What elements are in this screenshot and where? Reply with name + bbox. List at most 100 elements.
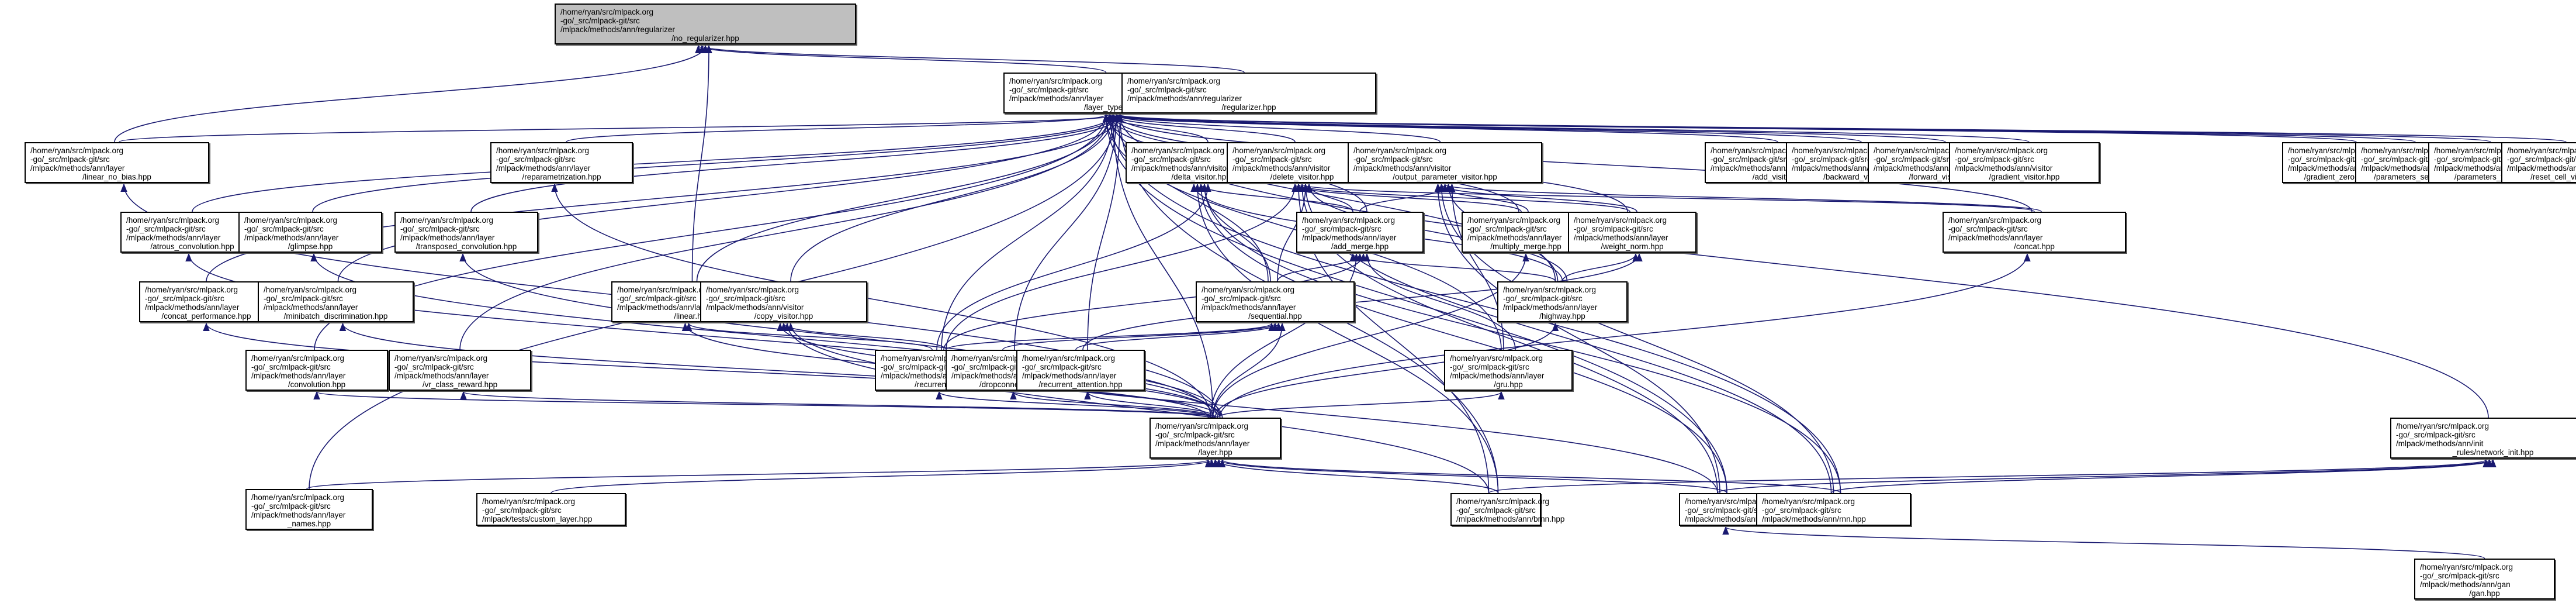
graph-node-add-merge[interactable]: /home/ryan/src/mlpack.org-go/_src/mlpack… xyxy=(1296,212,1424,253)
node-label-line: -go/_src/mlpack-git/src xyxy=(264,294,343,303)
graph-node-weight-norm[interactable]: /home/ryan/src/mlpack.org-go/_src/mlpack… xyxy=(1568,212,1696,253)
node-label-line: /home/ryan/src/mlpack.org xyxy=(251,493,345,502)
node-label-line: -go/_src/mlpack-git/src xyxy=(1202,294,1281,303)
edge-ffn-to-network-init xyxy=(1717,459,2493,494)
graph-node-custom-layer[interactable]: /home/ryan/src/mlpack.org-go/_src/mlpack… xyxy=(476,493,626,526)
graph-node-copy-visitor[interactable]: /home/ryan/src/mlpack.org-go/_src/mlpack… xyxy=(700,281,867,322)
node-label-line: /home/ryan/src/mlpack.org xyxy=(496,146,590,155)
node-label-line: -go/_src/mlpack-git/src xyxy=(145,294,224,303)
edge-glimpse-to-layer-types xyxy=(312,113,1120,212)
node-label-line: -go/_src/mlpack-git/src xyxy=(1353,155,1433,164)
node-label-line: /home/ryan/src/mlpack.org xyxy=(1022,354,1116,363)
node-label-line: /mlpack/methods/ann/layer xyxy=(496,164,591,173)
node-label-line: /mlpack/methods/ann/layer xyxy=(264,303,358,312)
node-label-line: /home/ryan/src/mlpack.org xyxy=(1450,354,1543,363)
node-label-line: /mlpack/methods/ann/visitor xyxy=(1131,164,1230,173)
edge-recurrent-attention-to-layer-types xyxy=(1087,113,1124,350)
node-label-line: /no_regularizer.hpp xyxy=(671,34,739,43)
edge-forward-visitor-to-layer-types xyxy=(1106,113,1946,143)
node-label-line: /home/ryan/src/mlpack.org xyxy=(2396,422,2490,430)
graph-node-highway[interactable]: /home/ryan/src/mlpack.org-go/_src/mlpack… xyxy=(1497,281,1628,322)
node-label-line: -go/_src/mlpack-git/src xyxy=(496,155,576,164)
node-label-line: -go/_src/mlpack-git/src xyxy=(1874,155,1953,164)
edge-recurrent-attention-to-sequential xyxy=(1075,322,1282,350)
graph-node-recurrent-attention[interactable]: /home/ryan/src/mlpack.org-go/_src/mlpack… xyxy=(1016,350,1145,391)
node-label-line: /home/ryan/src/mlpack.org xyxy=(1762,497,1855,506)
node-label-line: -go/_src/mlpack-git/src xyxy=(951,363,1031,371)
node-label-line: -go/_src/mlpack-git/src xyxy=(2396,430,2475,439)
node-label-line: /vr_class_reward.hpp xyxy=(422,380,498,389)
graph-node-transposed-convolution[interactable]: /home/ryan/src/mlpack.org-go/_src/mlpack… xyxy=(394,212,538,253)
node-label-line: /home/ryan/src/mlpack.org xyxy=(1467,216,1561,225)
node-label-line: /home/ryan/src/mlpack.org xyxy=(1202,285,1295,294)
node-label-line: -go/_src/mlpack-git/src xyxy=(1302,225,1382,233)
graph-node-gan[interactable]: /home/ryan/src/mlpack.org-go/_src/mlpack… xyxy=(2414,559,2555,599)
graph-node-ffn[interactable]: /home/ryan/src/mlpack.org-go/_src/mlpack… xyxy=(1679,493,1786,526)
graph-node-rnn[interactable]: /home/ryan/src/mlpack.org-go/_src/mlpack… xyxy=(1756,493,1911,526)
node-label-line: /mlpack/tests/custom_layer.hpp xyxy=(482,515,593,523)
graph-node-minibatch-discrimination[interactable]: /home/ryan/src/mlpack.org-go/_src/mlpack… xyxy=(258,281,414,322)
node-label-line: /convolution.hpp xyxy=(288,380,346,389)
graph-node-gradient-visitor[interactable]: /home/ryan/src/mlpack.org-go/_src/mlpack… xyxy=(1949,142,2100,183)
graph-node-backward-visitor[interactable]: /home/ryan/src/mlpack.org-go/_src/mlpack… xyxy=(1786,142,1937,183)
graph-node-sequential[interactable]: /home/ryan/src/mlpack.org-go/_src/mlpack… xyxy=(1196,281,1355,322)
graph-node-reparametrization[interactable]: /home/ryan/src/mlpack.org-go/_src/mlpack… xyxy=(490,142,633,183)
node-label-line: -go/_src/mlpack-git/src xyxy=(1456,506,1536,515)
node-label-line: -go/_src/mlpack-git/src xyxy=(2420,571,2499,580)
graph-node-glimpse[interactable]: /home/ryan/src/mlpack.org-go/_src/mlpack… xyxy=(238,212,382,253)
node-label-line: /mlpack/methods/ann/visitor xyxy=(1955,164,2053,173)
graph-node-output-parameter-visitor[interactable]: /home/ryan/src/mlpack.org-go/_src/mlpack… xyxy=(1348,142,1542,183)
node-label-line: /home/ryan/src/mlpack.org xyxy=(1955,146,2048,155)
edge-custom-layer-to-layer xyxy=(550,459,1215,494)
node-label-line: /mlpack/methods/ann/layer xyxy=(1202,303,1296,312)
node-label-line: /layer.hpp xyxy=(1198,448,1232,457)
graph-node-layer-names[interactable]: /home/ryan/src/mlpack.org-go/_src/mlpack… xyxy=(245,489,373,530)
graph-node-reset-cell-visitor[interactable]: /home/ryan/src/mlpack.org-go/_src/mlpack… xyxy=(2501,142,2576,183)
node-label-line: /mlpack/methods/ann/layer xyxy=(1155,439,1250,448)
node-label-line: /reset_cell_visitor.hpp xyxy=(2530,173,2576,181)
graph-node-brnn[interactable]: /home/ryan/src/mlpack.org-go/_src/mlpack… xyxy=(1450,493,1564,526)
graph-node-vr-class-reward[interactable]: /home/ryan/src/mlpack.org-go/_src/mlpack… xyxy=(389,350,531,391)
graph-node-concat[interactable]: /home/ryan/src/mlpack.org-go/_src/mlpack… xyxy=(1943,212,2126,253)
node-label-line: /transposed_convolution.hpp xyxy=(416,242,517,251)
graph-node-layer[interactable]: /home/ryan/src/mlpack.org-go/_src/mlpack… xyxy=(1149,418,1281,459)
node-label-line: /glimpse.hpp xyxy=(288,242,333,251)
node-label-line: -go/_src/mlpack-git/src xyxy=(1503,294,1583,303)
edge-reparametrization-to-layer-types xyxy=(566,113,1109,143)
graph-node-gru[interactable]: /home/ryan/src/mlpack.org-go/_src/mlpack… xyxy=(1444,350,1573,391)
node-label-line: /gan.hpp xyxy=(2469,589,2500,598)
node-label-line: /mlpack/methods/ann/visitor xyxy=(1711,164,1809,173)
node-label-line: /mlpack/methods/ann/layer xyxy=(400,233,495,242)
node-label-line: -go/_src/mlpack-git/src xyxy=(1127,85,1207,94)
node-label-line: /home/ryan/src/mlpack.org xyxy=(1574,216,1667,225)
node-label-line: /highway.hpp xyxy=(1539,312,1585,321)
graph-node-linear-no-bias[interactable]: /home/ryan/src/mlpack.org-go/_src/mlpack… xyxy=(25,142,209,183)
node-label-line: /recurrent_attention.hpp xyxy=(1038,380,1123,389)
node-label-line: /home/ryan/src/mlpack.org xyxy=(1127,77,1221,85)
node-label-line: -go/_src/mlpack-git/src xyxy=(1948,225,2028,233)
node-label-line: -go/_src/mlpack-git/src xyxy=(1955,155,2034,164)
node-label-line: /mlpack/methods/ann/layer xyxy=(1022,371,1117,380)
node-label-line: /mlpack/methods/ann/layer xyxy=(394,371,489,380)
node-label-line: /home/ryan/src/mlpack.org xyxy=(706,285,799,294)
graph-node-network-init[interactable]: /home/ryan/src/mlpack.org-go/_src/mlpack… xyxy=(2390,418,2576,459)
node-label-line: -go/_src/mlpack-git/src xyxy=(251,502,331,511)
graph-node-regularizer[interactable]: /home/ryan/src/mlpack.org-go/_src/mlpack… xyxy=(1121,73,1376,113)
node-label-line: /home/ryan/src/mlpack.org xyxy=(1711,146,1804,155)
node-label-line: /mlpack/methods/ann/init xyxy=(2396,439,2484,448)
node-label-line: /add_merge.hpp xyxy=(1331,242,1389,251)
graph-node-convolution[interactable]: /home/ryan/src/mlpack.org-go/_src/mlpack… xyxy=(245,350,388,391)
node-label-line: -go/_src/mlpack-git/src xyxy=(1685,506,1764,515)
node-label-line: /home/ryan/src/mlpack.org xyxy=(482,497,576,506)
node-label-line: -go/_src/mlpack-git/src xyxy=(30,155,110,164)
node-label-line: /mlpack/methods/ann/layer xyxy=(1503,303,1598,312)
node-label-line: /home/ryan/src/mlpack.org xyxy=(1155,422,1249,430)
node-label-line: /home/ryan/src/mlpack.org xyxy=(400,216,494,225)
edge-recurrent-to-sequential xyxy=(946,322,1275,350)
edge-layer-names-to-layer xyxy=(306,459,1211,490)
node-label-line: /home/ryan/src/mlpack.org xyxy=(394,354,488,363)
graph-node-concat-performance[interactable]: /home/ryan/src/mlpack.org-go/_src/mlpack… xyxy=(139,281,273,322)
node-label-line: /mlpack/methods/ann/gan xyxy=(2420,580,2511,589)
node-label-line: -go/_src/mlpack-git/src xyxy=(1009,85,1089,94)
